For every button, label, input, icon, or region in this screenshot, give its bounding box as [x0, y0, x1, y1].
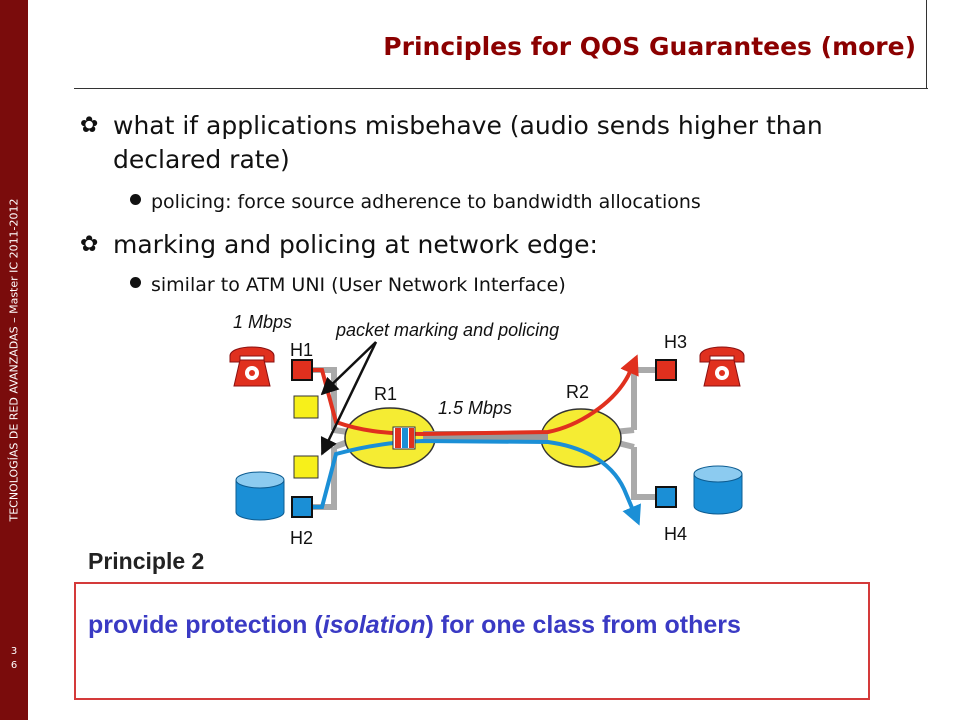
principle-box: provide protection (isolation) for one c… — [74, 582, 870, 700]
data-flow — [312, 438, 641, 526]
title-divider — [74, 88, 928, 89]
principle-emphasis: isolation — [322, 611, 426, 639]
host-h1 — [291, 359, 313, 381]
slide-number-digit: 6 — [10, 660, 18, 671]
database-icon — [235, 471, 285, 521]
label-arrow — [320, 341, 377, 396]
marker-box-h1 — [293, 395, 319, 419]
host-h3 — [655, 359, 677, 381]
principle-text-before: provide protection ( — [88, 611, 323, 639]
phone-icon — [229, 346, 275, 387]
slide-number: 3 6 — [6, 645, 22, 673]
course-caption: TECNOLOGÍAS DE RED AVANZADAS – Master IC… — [7, 198, 21, 522]
link-rate-label: 1.5 Mbps — [438, 398, 512, 418]
bullet-marker-icon: ✿ — [80, 113, 99, 138]
marker-box-h2 — [293, 455, 319, 479]
sub-bullet-dot-icon — [130, 277, 141, 288]
h3-link — [631, 367, 656, 430]
queue-packet-audio — [395, 428, 401, 448]
host-h4 — [655, 486, 677, 508]
sub-bullet-item: similar to ATM UNI (User Network Interfa… — [130, 274, 566, 296]
label-arrow — [320, 341, 378, 456]
h4-link — [631, 447, 656, 500]
host-label-h3: H3 — [664, 332, 687, 352]
router-label-r2: R2 — [566, 382, 589, 402]
slide-number-digit: 3 — [10, 646, 18, 657]
principle-text-after: ) for one class from others — [425, 611, 741, 639]
sub-bullet-text: similar to ATM UNI (User Network Interfa… — [151, 274, 566, 296]
database-icon — [693, 465, 743, 515]
sub-bullet-dot-icon — [130, 194, 141, 205]
host-h2 — [291, 496, 313, 518]
title-divider-vertical — [926, 0, 927, 89]
bullet-text: marking and policing at network edge: — [113, 230, 598, 259]
host-label-h4: H4 — [664, 524, 687, 544]
bullet-text: what if applications misbehave (audio se… — [113, 111, 823, 174]
host-label-h1: H1 — [290, 340, 313, 360]
sub-bullet-text: policing: force source adherence to band… — [151, 191, 701, 213]
marking-label: packet marking and policing — [335, 320, 559, 340]
queue-packet-audio — [409, 428, 414, 448]
bullet-item: ✿ marking and policing at network edge: — [80, 228, 920, 262]
rate-label: 1 Mbps — [233, 312, 292, 332]
host-label-h2: H2 — [290, 528, 313, 548]
principle-label: Principle 2 — [78, 541, 268, 581]
sub-bullet-item: policing: force source adherence to band… — [130, 191, 701, 213]
audio-flow — [312, 354, 639, 437]
network-diagram: 1 Mbps packet marking and policing 1.5 M… — [229, 312, 745, 548]
sidebar: TECNOLOGÍAS DE RED AVANZADAS – Master IC… — [0, 0, 28, 720]
principle-text: provide protection (isolation) for one c… — [88, 608, 848, 643]
bullet-item: ✿ what if applications misbehave (audio … — [80, 109, 920, 177]
phone-icon — [699, 346, 745, 387]
router-r1 — [344, 407, 436, 469]
queue-packet-data — [402, 428, 408, 448]
bullet-marker-icon: ✿ — [80, 232, 99, 257]
slide-title: Principles for QOS Guarantees (more) — [383, 32, 916, 61]
router-label-r1: R1 — [374, 384, 397, 404]
